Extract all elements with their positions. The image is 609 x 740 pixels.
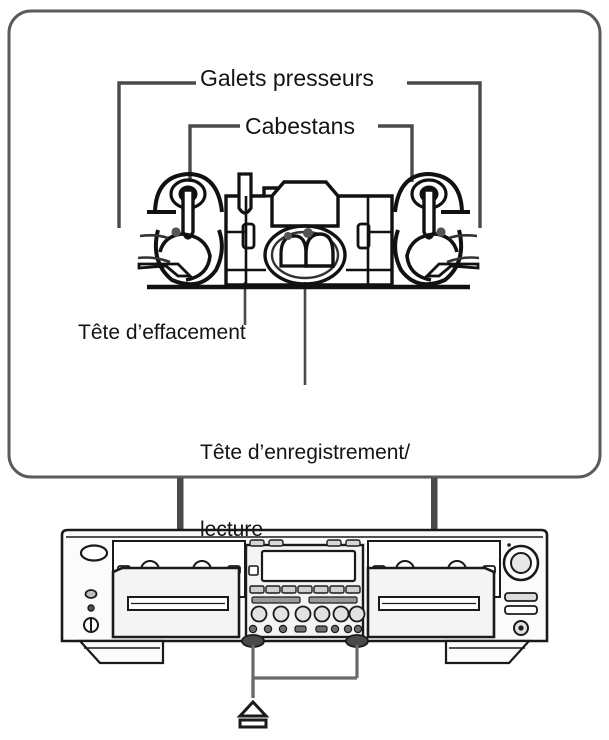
left-tape-guide-upper bbox=[139, 234, 169, 240]
left-transport-assembly bbox=[137, 171, 224, 287]
eject-icon bbox=[236, 699, 270, 729]
left-screw-slot bbox=[241, 222, 256, 250]
center-top-button-1 bbox=[249, 539, 265, 547]
indicator-led bbox=[87, 604, 95, 612]
center-bottom-buttons bbox=[248, 624, 363, 634]
right-reel-inner bbox=[405, 232, 459, 282]
label-tete-enregistrement-line2: lecture bbox=[200, 518, 264, 542]
right-pinch-roller-outer bbox=[393, 171, 464, 213]
eject-callout bbox=[236, 645, 359, 729]
right-button-upper bbox=[504, 592, 538, 602]
label-galets-presseurs: Galets presseurs bbox=[200, 65, 374, 91]
center-top-button-3 bbox=[326, 539, 342, 547]
label-tete-enregistrement: Tête d’enregistrement/ lecture bbox=[200, 389, 500, 594]
right-lever bbox=[423, 262, 480, 278]
deck-a-label-bar bbox=[251, 596, 301, 604]
left-capstan-shaft bbox=[181, 188, 195, 240]
right-reel-dot bbox=[436, 227, 446, 237]
head-pole-left bbox=[279, 234, 308, 268]
record-play-head-ring-outer bbox=[263, 224, 347, 286]
deck-b-label-bar bbox=[308, 596, 358, 604]
deck-foot-right bbox=[444, 639, 532, 665]
jog-dial-dot bbox=[507, 543, 511, 547]
head-pole-left-dot bbox=[284, 232, 292, 240]
right-small-knob-center bbox=[518, 625, 524, 631]
head-pole-right-dot bbox=[303, 228, 313, 238]
left-reel-inner bbox=[158, 232, 212, 282]
label-tete-effacement: Tête d’effacement bbox=[78, 321, 246, 344]
headphone-knob bbox=[84, 589, 98, 599]
right-tape-guide-lower bbox=[446, 256, 480, 264]
center-head-block bbox=[224, 172, 394, 287]
tape-transport-mechanism bbox=[137, 171, 480, 290]
bracket-galets-presseurs bbox=[117, 81, 482, 228]
left-tape-guide-lower bbox=[137, 256, 171, 264]
head-pole-right bbox=[304, 232, 335, 268]
deck-foot-left bbox=[77, 639, 165, 665]
label-cabestans: Cabestans bbox=[245, 113, 355, 139]
eject-knobs bbox=[241, 634, 369, 648]
left-pinch-roller-outer bbox=[153, 171, 224, 213]
center-button-strip bbox=[249, 585, 361, 594]
label-tete-enregistrement-line1: Tête d’enregistrement/ bbox=[200, 441, 411, 465]
right-capstan-shaft bbox=[422, 188, 436, 240]
cassette-deck bbox=[60, 528, 549, 665]
record-play-head-housing bbox=[270, 180, 340, 228]
power-button bbox=[79, 544, 109, 562]
left-reel-dot bbox=[171, 227, 181, 237]
right-tape-guide-upper bbox=[448, 234, 478, 240]
transport-buttons-deck-b bbox=[313, 605, 366, 623]
right-button-lower bbox=[504, 605, 538, 615]
display-corner-button bbox=[248, 565, 259, 576]
left-lever bbox=[137, 262, 194, 278]
display-screen bbox=[260, 549, 357, 583]
jog-dial-inner bbox=[510, 552, 532, 574]
transport-buttons-deck-a bbox=[250, 605, 312, 623]
center-top-button-2 bbox=[268, 539, 284, 547]
bracket-cabestans bbox=[188, 124, 414, 182]
eject-bracket bbox=[251, 645, 359, 680]
right-transport-assembly bbox=[393, 171, 480, 287]
center-top-button-4 bbox=[345, 539, 361, 547]
